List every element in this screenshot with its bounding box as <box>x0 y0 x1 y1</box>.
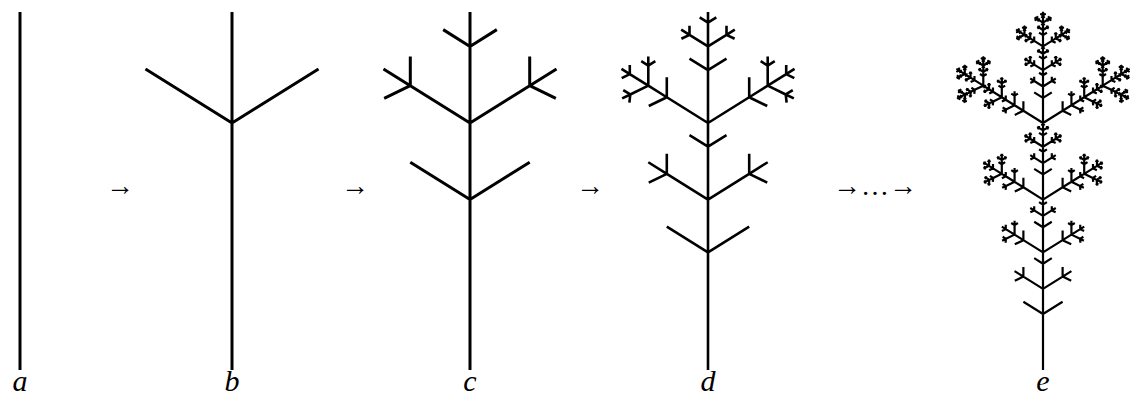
stage-letter: e <box>1036 366 1049 396</box>
stage-letter: b <box>225 366 240 396</box>
fractal-tree <box>956 12 1129 370</box>
stage-letter: c <box>463 366 476 396</box>
fractal-tree <box>621 12 794 370</box>
fractal-tree <box>383 12 556 370</box>
stage-letter: d <box>701 366 716 396</box>
fractal-tree <box>145 12 318 370</box>
step-arrow: → <box>341 172 369 200</box>
step-arrow: →…→ <box>833 172 917 200</box>
fractal-tree <box>19 12 22 370</box>
step-arrow: → <box>576 172 604 200</box>
stage-letter: a <box>13 366 28 396</box>
step-arrow: → <box>106 172 134 200</box>
